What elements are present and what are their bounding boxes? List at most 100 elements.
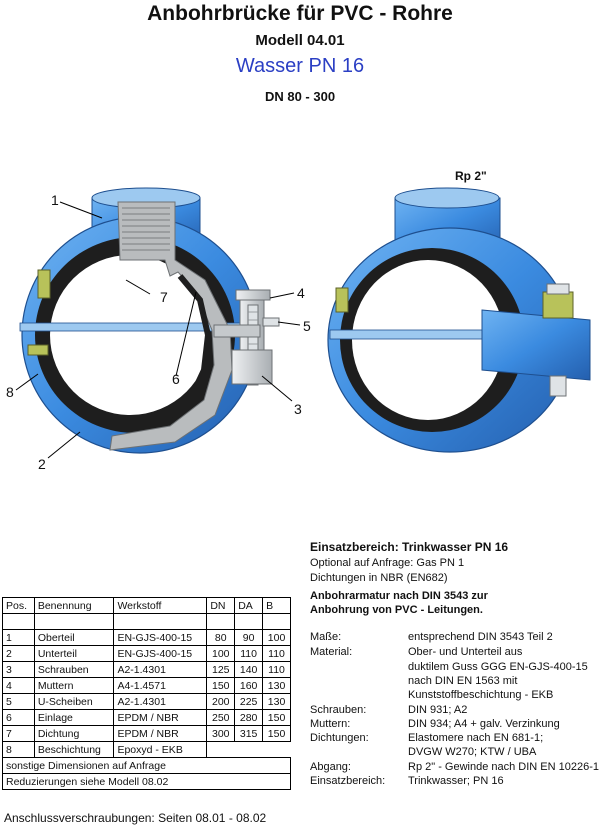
footer-connections: Anschlussverschraubungen: Seiten 08.01 -… [4,811,267,825]
table-cell: EN-GJS-400-15 [113,629,208,646]
table-cell: 5 [2,693,35,710]
spec-value: Elastomere nach EN 681-1; [408,732,544,744]
table-cell: 1 [2,629,35,646]
table-cell: Muttern [33,677,115,694]
spec-value: Ober- und Unterteil aus [408,646,523,658]
callout-6: 6 [172,371,180,387]
dn-range: DN 80 - 300 [264,89,336,104]
table-cell: A4-1.4571 [113,677,208,694]
col-header-da: DA [234,597,264,614]
spec-label: Schrauben: [310,704,367,716]
spec-value: DIN 931; A2 [408,704,468,716]
assembled-view [327,187,591,453]
table-cell: 110 [234,645,264,662]
table-cell: 250 [206,709,236,726]
table-note-dimensions: sonstige Dimensionen auf Anfrage [2,757,291,774]
table-cell: 150 [206,677,236,694]
table-cell [33,613,115,630]
table-cell [206,613,236,630]
table-cell: EN-GJS-400-15 [113,645,208,662]
table-cell: 3 [2,661,35,678]
medium-rating: Wasser PN 16 [235,55,365,77]
table-header-row: Pos. Benennung Werkstoff DN DA B [2,597,291,614]
callout-5: 5 [303,318,311,334]
table-cell: Unterteil [33,645,115,662]
table-cell: 100 [262,629,291,646]
table-cell: 90 [234,629,264,646]
seals-text: Dichtungen in NBR (EN682) [310,572,448,584]
table-cell [113,613,208,630]
table-cell: 6 [2,709,35,726]
spec-value: Kunststoffbeschichtung - EKB [408,689,554,701]
table-cell: 160 [234,677,264,694]
table-cell [2,613,35,630]
product-illustration [15,187,591,459]
spec-value: Trinkwasser; PN 16 [408,775,504,787]
table-cell: 80 [206,629,236,646]
table-row: 1 Oberteil EN-GJS-400-15 80 90 100 [2,629,291,646]
table-cell: U-Scheiben [33,693,115,710]
thread-label: Rp 2" [455,169,487,183]
table-cell: 4 [2,677,35,694]
optional-text: Optional auf Anfrage: Gas PN 1 [310,557,465,569]
callout-4: 4 [297,285,305,301]
table-cell: 150 [262,725,291,742]
table-cell: 280 [234,709,264,726]
table-cell: 8 [2,741,35,758]
cutaway-view [19,187,280,454]
table-cell: A2-1.4301 [113,661,208,678]
table-note-row: Reduzierungen siehe Modell 08.02 [2,773,291,790]
callout-3: 3 [294,401,302,417]
table-row: 8 Beschichtung Epoxyd - EKB [2,741,291,758]
model-number: Modell 04.01 [255,32,345,49]
spec-value: duktilem Guss GGG EN-GJS-400-15 [408,661,588,673]
table-cell: Einlage [33,709,115,726]
table-row: 6 Einlage EPDM / NBR 250 280 150 [2,709,291,726]
table-cell: Oberteil [33,629,115,646]
table-cell: 2 [2,645,35,662]
page-title: Anbohrbrücke für PVC - Rohre [147,2,453,25]
spec-value: DIN 934; A4 + galv. Verzinkung [408,718,560,730]
callout-2: 2 [38,456,46,472]
table-row: 4 Muttern A4-1.4571 150 160 130 [2,677,291,694]
col-header-b: B [262,597,291,614]
spec-label: Einsatzbereich: [310,775,386,787]
parts-table: Pos. Benennung Werkstoff DN DA B 1 Obert… [2,597,291,790]
spec-label: Abgang: [310,761,351,773]
table-cell [207,742,291,758]
application-heading: Einsatzbereich: Trinkwasser PN 16 [310,540,509,554]
table-cell: 125 [206,661,236,678]
table-note-row: sonstige Dimensionen auf Anfrage [2,757,291,774]
spec-label: Muttern: [310,718,351,730]
table-cell: 110 [262,661,291,678]
spec-value: Rp 2" - Gewinde nach DIN EN 10226-1 [408,761,600,773]
table-row: 3 Schrauben A2-1.4301 125 140 110 [2,661,291,678]
callout-8: 8 [6,384,14,400]
table-cell: Dichtung [33,725,115,742]
table-cell [262,613,291,630]
table-row: 2 Unterteil EN-GJS-400-15 100 110 110 [2,645,291,662]
table-cell: A2-1.4301 [113,693,208,710]
spec-value: DVGW W270; KTW / UBA [408,746,537,758]
table-cell: 100 [206,645,236,662]
table-cell: 110 [262,645,291,662]
table-cell: 140 [234,661,264,678]
table-cell: EPDM / NBR [113,725,208,742]
col-header-dn: DN [206,597,236,614]
col-header-material: Werkstoff [113,597,208,614]
spec-value: entsprechend DIN 3543 Teil 2 [408,631,553,643]
callout-1: 1 [51,192,59,208]
table-cell: 225 [234,693,264,710]
table-row: 5 U-Scheiben A2-1.4301 200 225 130 [2,693,291,710]
table-row: 7 Dichtung EPDM / NBR 300 315 150 [2,725,291,742]
col-header-name: Benennung [33,597,115,614]
spec-label: Material: [310,646,353,658]
spec-label: Maße: [310,631,342,643]
table-cell: 200 [206,693,236,710]
col-header-pos: Pos. [2,597,35,614]
callout-7: 7 [160,289,168,305]
fitting-line-2: Anbohrung von PVC - Leitungen. [310,604,483,616]
table-cell: 130 [262,693,291,710]
table-note-reductions: Reduzierungen siehe Modell 08.02 [2,773,291,790]
fitting-line-1: Anbohrarmatur nach DIN 3543 zur [310,590,488,602]
